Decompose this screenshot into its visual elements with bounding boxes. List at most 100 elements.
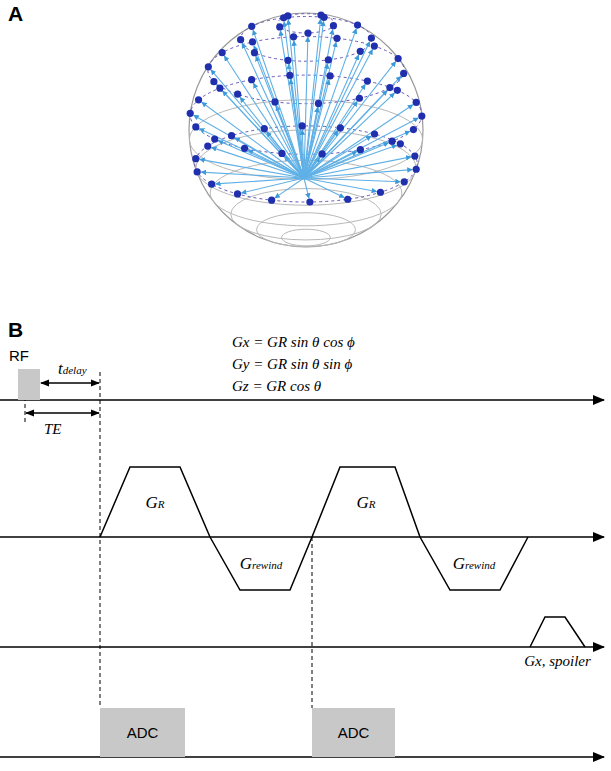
sample-dot (413, 166, 420, 173)
sample-dot (234, 91, 241, 98)
sample-dot (356, 95, 363, 102)
gradient-label: GR (356, 494, 375, 511)
rf-axis (0, 399, 604, 400)
dashed-guide (312, 537, 313, 708)
gradient-formula: Gz = GR cos θ (232, 378, 321, 395)
sphere-outline (189, 13, 423, 247)
sample-dot (306, 198, 313, 205)
sample-dot (228, 132, 235, 139)
gradient-label: GR (145, 494, 164, 511)
sample-dot (284, 57, 291, 64)
sample-dot (394, 87, 401, 94)
sample-dot (368, 34, 375, 41)
adc-window: ADC (100, 708, 185, 757)
sample-dot (208, 181, 215, 188)
delay-label: tdelay (58, 360, 87, 377)
sample-dot (377, 189, 384, 196)
spoke-arrow (235, 138, 304, 178)
spoke-arrow (294, 41, 304, 178)
spoke-arrow (212, 147, 304, 178)
adc-axis (0, 756, 604, 757)
sample-dot (268, 197, 275, 204)
sample-dot (315, 100, 322, 107)
sample-dot (216, 85, 223, 92)
sample-dot (248, 76, 255, 83)
latitude-line (257, 213, 356, 247)
sample-dot (337, 124, 344, 131)
sample-dot (192, 155, 199, 162)
sample-dot (401, 178, 408, 185)
sample-dot (280, 14, 287, 21)
spoke-arrow (216, 178, 304, 184)
spoke-arrow (304, 178, 377, 192)
sample-dot (194, 168, 201, 175)
sample-dot (211, 135, 218, 142)
spoke-arrow (304, 145, 397, 178)
sample-dot (418, 112, 425, 119)
latitude-line (282, 229, 331, 246)
spoke-arrow (304, 29, 356, 178)
sample-dot (192, 123, 199, 130)
sample-dot (204, 143, 211, 150)
sample-dot (333, 35, 340, 42)
readout-gradient: GR (312, 467, 420, 537)
spoke-arrow (304, 105, 413, 178)
spoke-arrow (242, 43, 304, 178)
sample-dot (330, 22, 337, 29)
panel-letter: B (8, 318, 23, 342)
sample-dot (248, 23, 255, 30)
delay-dimension (41, 382, 99, 383)
spoiler-gradient: Gx, spoiler (530, 617, 585, 647)
sample-dot (364, 77, 371, 84)
spoke-arrow (202, 102, 304, 178)
sample-dot (304, 29, 311, 36)
sample-dot (395, 55, 402, 62)
sample-dot (411, 152, 418, 159)
gradient-label: Gx, spoiler (524, 653, 591, 670)
spoke-arrow (267, 132, 304, 178)
adc-window: ADC (312, 708, 395, 757)
sample-dot (261, 125, 268, 132)
sample-dot (278, 150, 285, 157)
sample-dot (410, 126, 417, 133)
spoke-arrow (304, 50, 372, 178)
sample-dot (187, 110, 194, 117)
sample-dot (234, 190, 241, 197)
sample-dot (397, 140, 404, 147)
dashed-guide (100, 372, 101, 708)
sample-dot (276, 23, 283, 30)
spoke-arrow (304, 76, 401, 178)
sample-dot (249, 38, 256, 45)
rewind-gradient: Grewind (210, 537, 312, 590)
sample-dot (371, 42, 378, 49)
sample-dot (371, 130, 378, 137)
gradient-label: Grewind (240, 555, 282, 572)
spoke-arrow (304, 157, 411, 178)
latitude-line (231, 189, 381, 240)
rf-label: RF (9, 347, 29, 364)
trajectory-ring (241, 16, 372, 61)
sample-dot (290, 33, 297, 40)
echo-time-label: TE (44, 421, 62, 438)
spoke-arrow (304, 131, 338, 178)
adc-label: ADC (127, 724, 159, 741)
spoke-arrow (304, 118, 418, 178)
sample-dot (400, 70, 407, 77)
gradient-formula: Gy = GR sin θ sin ϕ (232, 356, 352, 373)
sample-dot (271, 98, 278, 105)
spoke-arrow (302, 130, 304, 178)
rf-pulse: RF (18, 369, 40, 400)
sample-dot (219, 49, 226, 56)
sample-dot (237, 36, 244, 43)
spoiler-axis (0, 646, 604, 647)
gradient-label: Grewind (453, 555, 495, 572)
sample-dot (320, 14, 327, 21)
readout-gradient: GR (100, 467, 210, 537)
panel-letter: A (8, 2, 23, 26)
spoke-arrow (304, 178, 344, 198)
sample-dot (344, 196, 351, 203)
sample-dot (319, 150, 326, 157)
sample-dot (251, 49, 258, 56)
sample-dot (210, 78, 217, 85)
sample-dot (205, 63, 212, 70)
